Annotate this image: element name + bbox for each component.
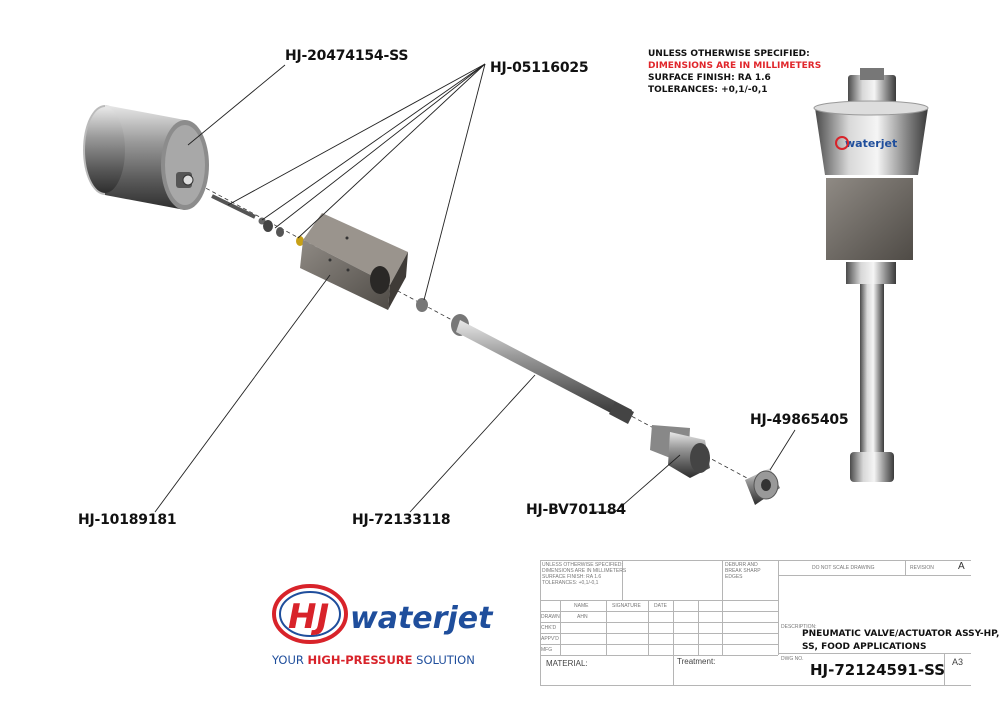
callout-rod: HJ-72133118 — [352, 512, 451, 528]
callout-seals: HJ-05116025 — [490, 60, 589, 76]
header-signature: SIGNATURE — [612, 603, 641, 609]
dwg-no-label: DWG NO. — [781, 656, 804, 662]
svg-text:waterjet: waterjet — [845, 137, 897, 150]
deburr-line: BREAK SHARP — [725, 568, 761, 574]
actuator-cylinder-part — [83, 105, 209, 210]
logo-tagline: YOUR HIGH-PRESSURE SOLUTION — [272, 653, 475, 667]
revision-label: REVISION — [910, 565, 934, 571]
logo-wordmark: waterjet — [350, 601, 494, 636]
note-line: SURFACE FINISH: RA 1.6 — [648, 73, 771, 83]
logo-mark: HJ — [288, 597, 329, 637]
collar-part — [745, 468, 780, 505]
row-drawn: DRAWN — [541, 614, 560, 620]
note-line: UNLESS OTHERWISE SPECIFIED: — [648, 49, 810, 59]
tagline-pre: YOUR — [272, 653, 308, 667]
deburr-line: DEBURR AND — [725, 562, 758, 568]
material-label: MATERIAL: — [546, 659, 588, 668]
sheet-size: A3 — [952, 657, 964, 667]
revision-value: A — [958, 561, 965, 572]
header-date: DATE — [654, 603, 667, 609]
valve-body-block-part — [300, 213, 408, 310]
company-logo: HJ waterjet YOUR HIGH-PRESSURE SOLUTION — [268, 578, 500, 670]
piston-rod-part — [451, 314, 634, 424]
do-not-scale-note: DO NOT SCALE DRAWING — [812, 565, 875, 571]
description-line-1: PNEUMATIC VALVE/ACTUATOR ASSY-HP, — [802, 629, 1000, 639]
spec-line: SURFACE FINISH: RA 1.6 — [542, 574, 602, 580]
row-checked: CHK'D — [541, 625, 557, 631]
callout-collar: HJ-49865405 — [750, 412, 849, 428]
valve-pin-and-seals — [211, 194, 428, 312]
deburr-note: DEBURR AND BREAK SHARP EDGES — [725, 562, 761, 580]
logo-ring-icon — [272, 584, 348, 644]
row-approved: APPV'D — [541, 636, 559, 642]
spec-notes: UNLESS OTHERWISE SPECIFIED: DIMENSIONS A… — [542, 562, 626, 586]
drawn-by-name: AHN — [577, 614, 588, 620]
header-name: NAME — [574, 603, 589, 609]
deburr-line: EDGES — [725, 574, 743, 580]
callout-actuator: HJ-20474154-SS — [285, 48, 409, 64]
general-notes: UNLESS OTHERWISE SPECIFIED: DIMENSIONS A… — [648, 48, 821, 96]
spec-line: TOLERANCES: +0,1/-0,1 — [542, 580, 599, 586]
note-line: TOLERANCES: +0,1/-0,1 — [648, 85, 768, 95]
spec-line: UNLESS OTHERWISE SPECIFIED: — [542, 562, 623, 568]
assembled-view: waterjet — [813, 68, 929, 482]
description-label: DESCRIPTION: — [781, 624, 817, 630]
description: PNEUMATIC VALVE/ACTUATOR ASSY-HP, SS, FO… — [802, 628, 999, 654]
row-mfg: MFG — [541, 647, 553, 653]
tagline-bold: HIGH-PRESSURE — [307, 653, 413, 667]
note-line-dimensions: DIMENSIONS ARE IN MILLIMETERS — [648, 61, 822, 71]
description-line-2: SS, FOOD APPLICATIONS — [802, 642, 927, 652]
callout-gland-nut: HJ-BV701184 — [526, 502, 626, 518]
spec-line: DIMENSIONS ARE IN MILLIMETERS — [542, 568, 627, 574]
gland-nut-part — [650, 425, 710, 478]
drawing-number: HJ-72124591-SS — [810, 661, 946, 679]
callout-valve-body: HJ-10189181 — [78, 512, 177, 528]
tagline-post: SOLUTION — [412, 653, 475, 667]
title-block: UNLESS OTHERWISE SPECIFIED: DIMENSIONS A… — [540, 560, 999, 686]
treatment-label: Treatment: — [677, 657, 716, 666]
leader-lines — [154, 63, 796, 513]
